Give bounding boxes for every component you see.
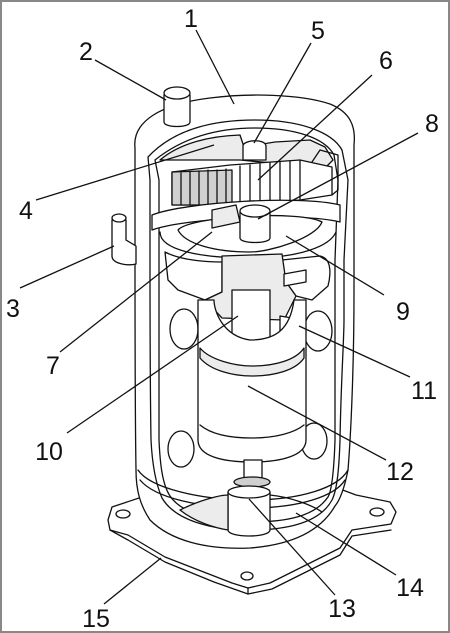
leader-8 <box>59 231 213 353</box>
leader-lines <box>19 29 419 605</box>
lower-shaft <box>179 459 271 537</box>
leader-5 <box>253 42 312 144</box>
leader-15 <box>103 557 162 605</box>
shaft-eccentric <box>239 204 271 244</box>
callout-15: 15 <box>82 605 110 633</box>
main-frame <box>164 251 331 321</box>
leader-2 <box>94 59 167 101</box>
leader-12 <box>247 385 387 461</box>
inner-shell <box>147 119 349 531</box>
callout-9: 9 <box>396 298 410 326</box>
fixed-scroll <box>171 149 339 206</box>
callout-3: 3 <box>6 295 20 323</box>
callout-11: 11 <box>411 377 437 405</box>
callout-6: 6 <box>379 47 393 75</box>
motor <box>197 299 307 463</box>
mount-hole-front <box>240 571 254 581</box>
callout-7: 7 <box>46 352 60 380</box>
leader-9 <box>285 235 385 296</box>
mount-hole-right <box>369 507 385 517</box>
top-cover <box>159 134 334 169</box>
callout-5: 5 <box>311 17 325 45</box>
discharge-pipe <box>163 86 191 128</box>
oil-sump <box>269 494 323 513</box>
callout-10: 10 <box>35 438 63 466</box>
leader-14 <box>295 512 397 576</box>
callout-1: 1 <box>184 5 198 33</box>
shell-windows <box>167 308 333 468</box>
leader-11 <box>298 325 411 378</box>
suction-pipe <box>111 213 137 266</box>
callout-13: 13 <box>328 595 356 623</box>
leader-7 <box>257 132 419 220</box>
leader-6 <box>257 74 373 181</box>
callout-2: 2 <box>79 38 93 66</box>
leader-3 <box>19 245 115 289</box>
callout-8: 8 <box>425 110 439 138</box>
callout-4: 4 <box>19 197 33 225</box>
callout-14: 14 <box>396 574 424 602</box>
mount-hole-left <box>115 509 131 519</box>
callout-labels: 1 2 3 4 5 6 7 8 9 10 11 12 13 14 15 <box>6 5 439 633</box>
leader-1 <box>195 29 235 105</box>
callout-12: 12 <box>386 458 414 486</box>
leader-10 <box>66 315 239 434</box>
leader-4 <box>35 144 215 201</box>
leader-13 <box>248 498 336 596</box>
